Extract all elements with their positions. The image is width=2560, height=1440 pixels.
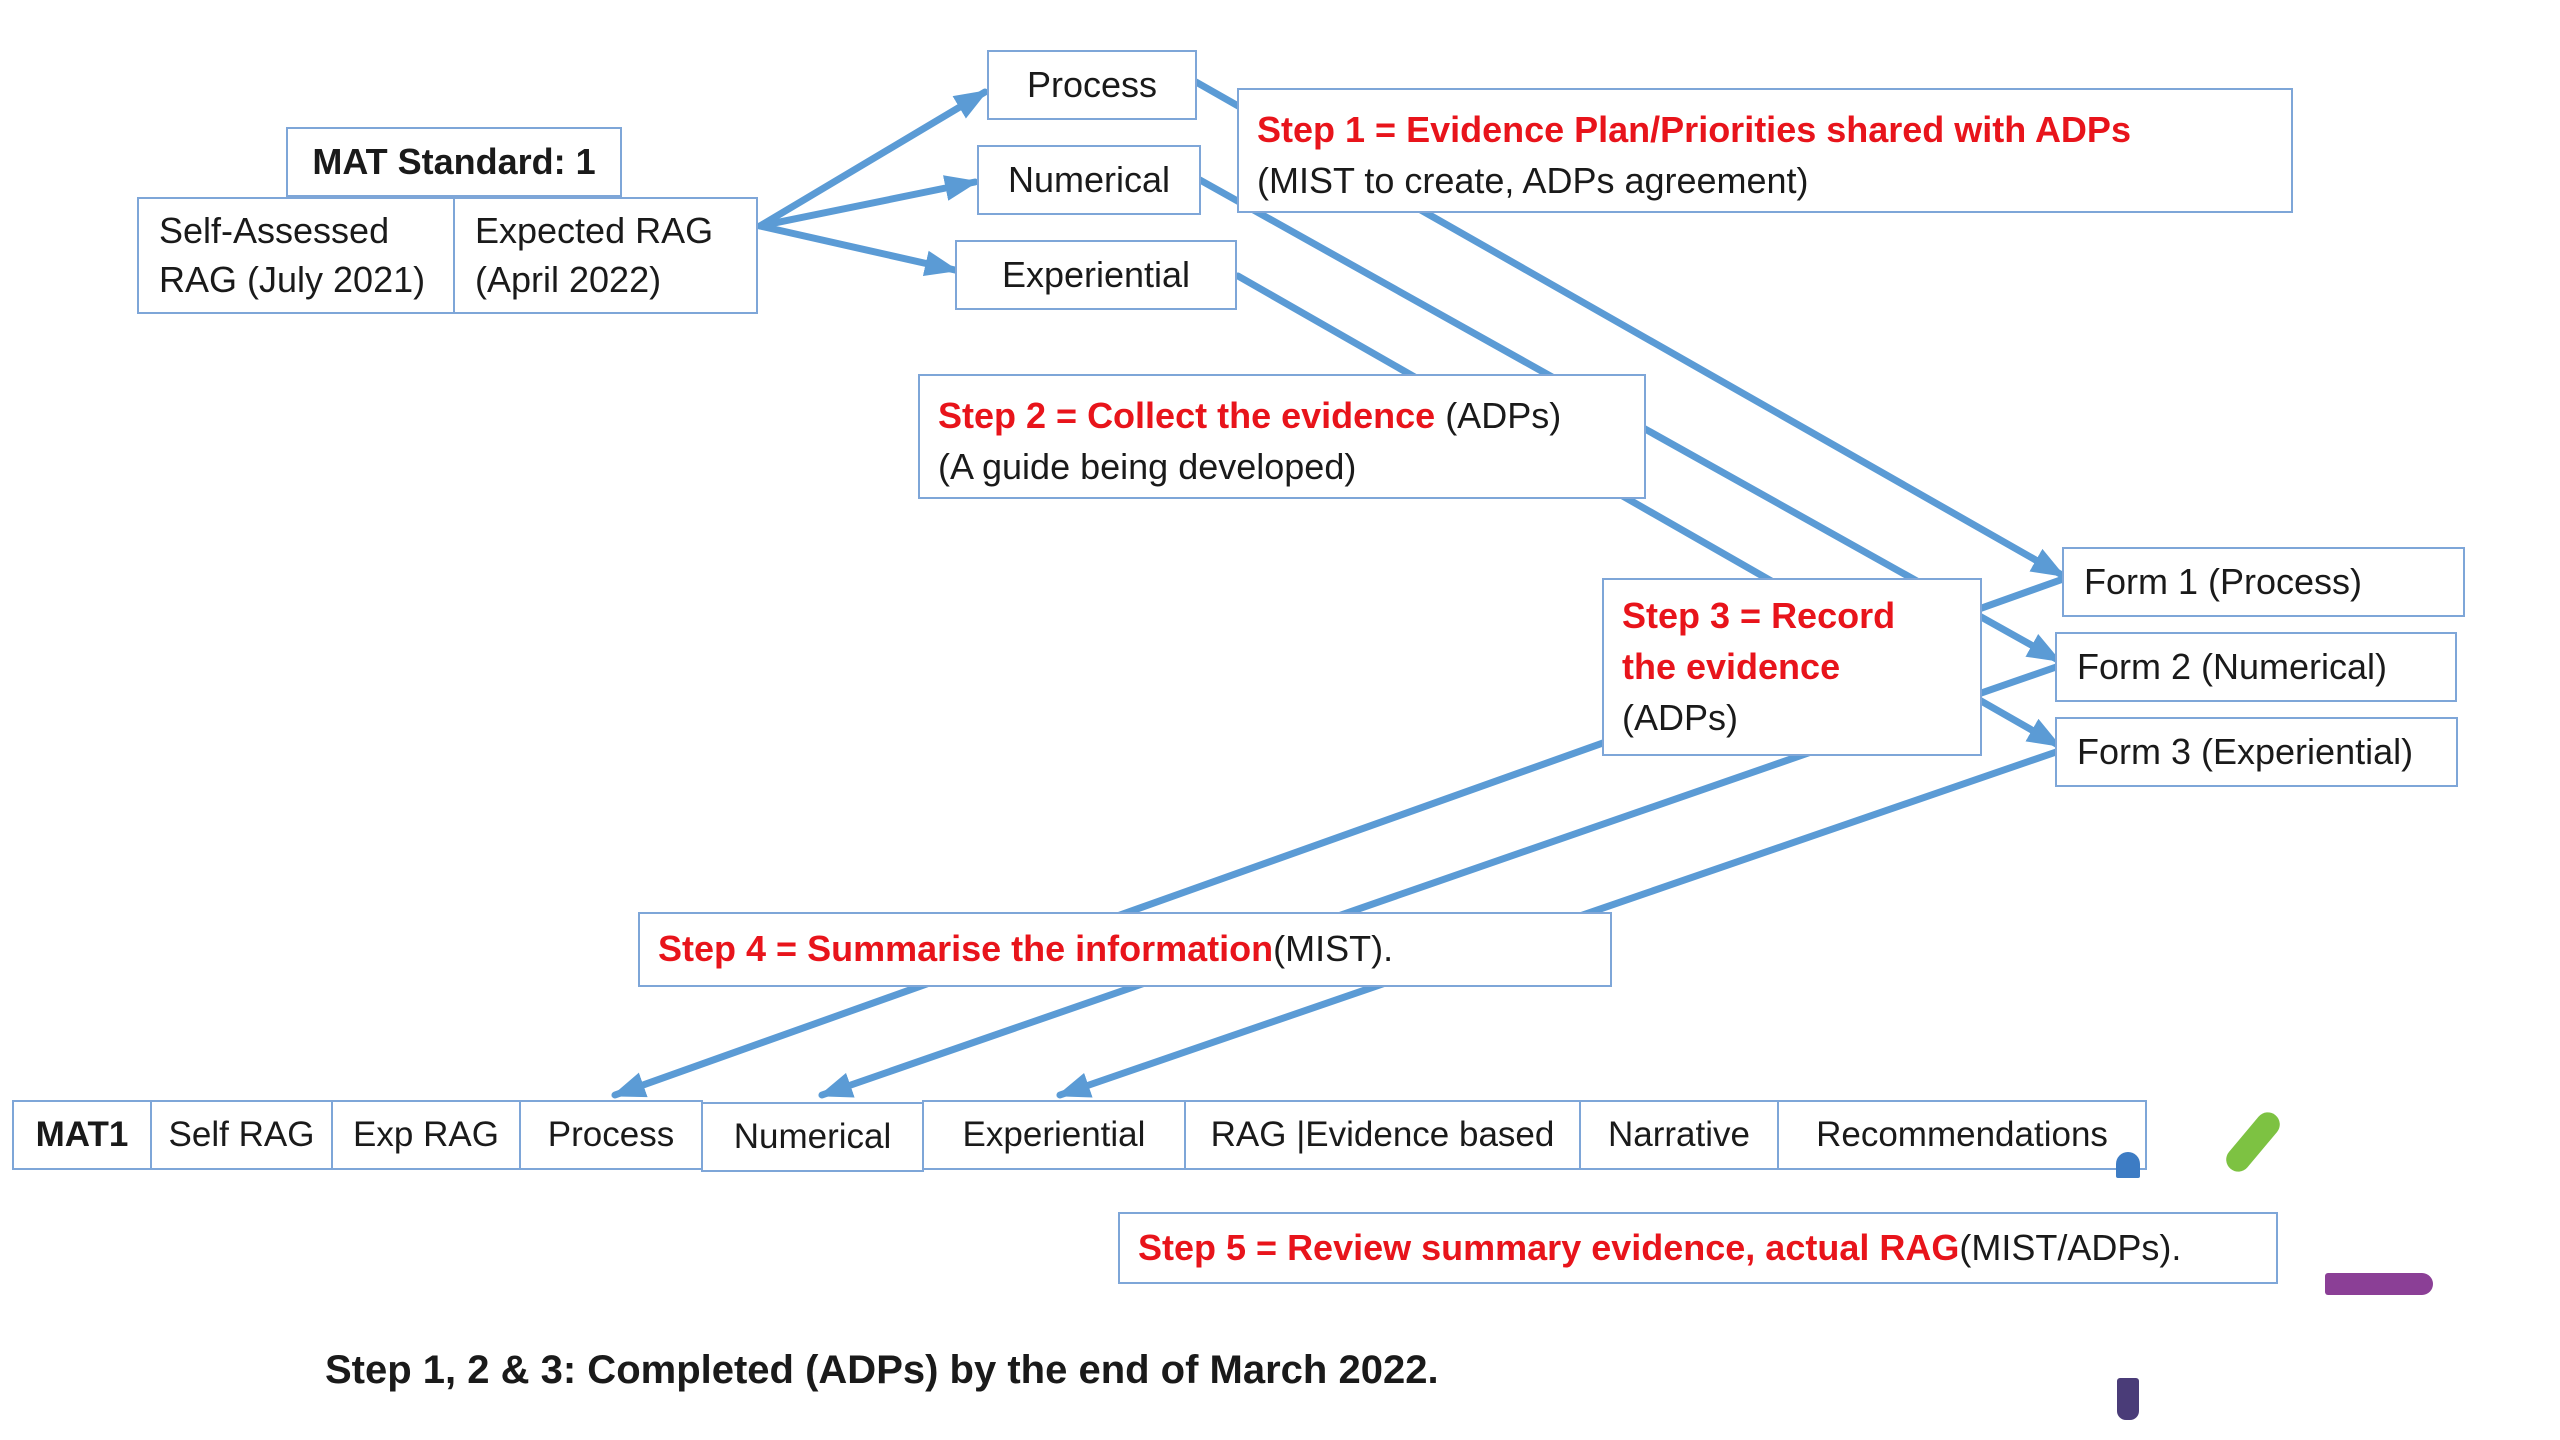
- table-header-process: Process: [519, 1100, 703, 1170]
- step1-title: Step 1 = Evidence Plan/Priorities shared…: [1257, 109, 2131, 150]
- step3-title-line2: the evidence: [1622, 646, 1841, 688]
- table-header-experiential: Experiential: [922, 1100, 1186, 1170]
- expected-rag-cell: Expected RAG (April 2022): [453, 197, 758, 314]
- decorative-navy-mark: [2117, 1378, 2139, 1420]
- form3-box: Form 3 (Experiential): [2055, 717, 2458, 787]
- table-header-mat1: MAT1: [12, 1100, 152, 1170]
- table-header-self-rag: Self RAG: [150, 1100, 333, 1170]
- step3-detail: (ADPs): [1622, 697, 1738, 739]
- step2-box: Step 2 = Collect the evidence (ADPs) (A …: [918, 374, 1646, 499]
- form2-box: Form 2 (Numerical): [2055, 632, 2457, 702]
- step3-title-line1: Step 3 = Record: [1622, 595, 1896, 636]
- arrow-to-experiential: [756, 222, 959, 277]
- step1-detail: (MIST to create, ADPs agreement): [1257, 160, 1809, 202]
- arrow-to-process: [756, 88, 989, 230]
- step5-box: Step 5 = Review summary evidence, actual…: [1118, 1212, 2278, 1284]
- table-header-exp-rag: Exp RAG: [331, 1100, 521, 1170]
- mat-standard-title: MAT Standard: 1: [286, 127, 622, 197]
- decorative-blue-dot: [2116, 1152, 2140, 1178]
- experiential-box: Experiential: [955, 240, 1237, 310]
- step2-detail: (A guide being developed): [938, 446, 1357, 488]
- step1-box: Step 1 = Evidence Plan/Priorities shared…: [1237, 88, 2293, 213]
- form1-box: Form 1 (Process): [2062, 547, 2465, 617]
- table-header-numerical: Numerical: [701, 1102, 924, 1172]
- numerical-box: Numerical: [977, 145, 1201, 215]
- decorative-purple-mark: [2325, 1273, 2433, 1295]
- arrow-to-numerical: [756, 175, 979, 230]
- step2-title: Step 2 = Collect the evidence: [938, 395, 1436, 436]
- footer-note: Step 1, 2 & 3: Completed (ADPs) by the e…: [325, 1348, 1439, 1392]
- step3-box: Step 3 = Record the evidence (ADPs): [1602, 578, 1982, 756]
- self-assessed-rag-cell: Self-Assessed RAG (July 2021): [137, 197, 455, 314]
- table-header-rag-evidence: RAG |Evidence based: [1184, 1100, 1581, 1170]
- step5-title: Step 5 = Review summary evidence, actual…: [1138, 1226, 1960, 1268]
- step4-box: Step 4 = Summarise the information (MIST…: [638, 912, 1612, 987]
- process-box: Process: [987, 50, 1197, 120]
- step4-title: Step 4 = Summarise the information: [658, 928, 1274, 970]
- table-header-narrative: Narrative: [1579, 1100, 1779, 1170]
- table-header-recommendations: Recommendations: [1777, 1100, 2147, 1170]
